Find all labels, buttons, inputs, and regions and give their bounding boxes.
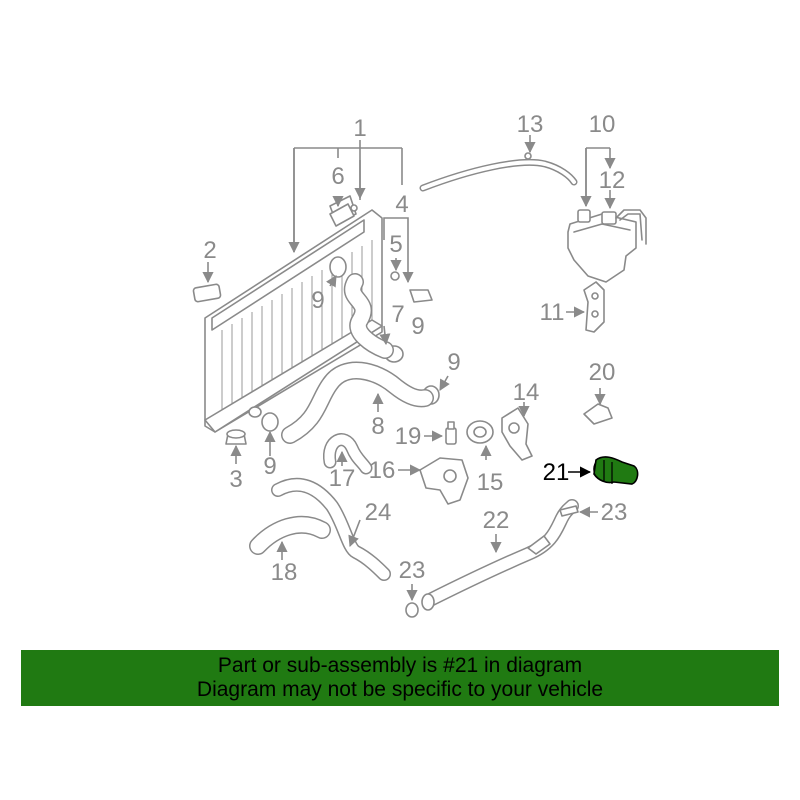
callout-9-c: 9 bbox=[447, 349, 460, 376]
overflow-hose-13-part bbox=[419, 152, 578, 192]
callout-23-a: 23 bbox=[601, 499, 628, 526]
callout-8: 8 bbox=[371, 413, 384, 440]
info-banner: Part or sub-assembly is #21 in diagram D… bbox=[21, 650, 779, 706]
callout-3: 3 bbox=[229, 466, 242, 493]
banner-line-disclaimer: Diagram may not be specific to your vehi… bbox=[196, 678, 604, 701]
callout-6: 6 bbox=[331, 163, 344, 190]
lower-radiator-hose-part bbox=[281, 361, 434, 444]
callout-16: 16 bbox=[369, 457, 396, 484]
heater-hose-18-part bbox=[249, 515, 331, 555]
water-inlet-16-part bbox=[419, 457, 469, 505]
o-ring-23-part bbox=[405, 505, 579, 618]
drain-plug-part bbox=[225, 429, 247, 445]
callout-14: 14 bbox=[513, 379, 540, 406]
callout-20: 20 bbox=[589, 359, 616, 386]
callout-10: 10 bbox=[589, 111, 616, 138]
sensor-20-part bbox=[583, 397, 613, 425]
callout-22: 22 bbox=[483, 507, 510, 534]
callout-9-d: 9 bbox=[263, 453, 276, 480]
radiator-cap-part bbox=[329, 203, 355, 227]
bypass-hose-17-part bbox=[323, 433, 373, 475]
heater-hose-24-part bbox=[271, 477, 391, 581]
callout-15: 15 bbox=[477, 469, 504, 496]
callout-24: 24 bbox=[365, 499, 392, 526]
callout-19: 19 bbox=[395, 423, 422, 450]
reservoir-bracket-part bbox=[583, 281, 605, 333]
callout-9-a: 9 bbox=[311, 287, 324, 314]
callout-12: 12 bbox=[599, 167, 626, 194]
callout-17: 17 bbox=[329, 465, 356, 492]
thermostat-housing-14-part bbox=[501, 407, 533, 461]
water-outlet-21-part-highlighted bbox=[593, 456, 639, 485]
callout-1: 1 bbox=[353, 115, 366, 142]
banner-line-part-number: Part or sub-assembly is #21 in diagram bbox=[217, 654, 583, 677]
callout-5: 5 bbox=[389, 231, 402, 258]
callout-18: 18 bbox=[271, 559, 298, 586]
thermostat-15-part bbox=[466, 420, 494, 444]
upper-radiator-hose-part bbox=[343, 273, 394, 359]
callout-23-b: 23 bbox=[399, 557, 426, 584]
coolant-reservoir-part bbox=[567, 209, 647, 283]
leader-lines bbox=[202, 135, 610, 602]
callout-13: 13 bbox=[517, 111, 544, 138]
callout-9-b: 9 bbox=[411, 313, 424, 340]
callout-2: 2 bbox=[203, 237, 216, 264]
temp-sensor-19-part bbox=[445, 421, 457, 445]
callout-11: 11 bbox=[540, 299, 565, 326]
callout-7: 7 bbox=[391, 301, 404, 328]
callout-labels: 1 2 3 4 5 6 7 8 9 9 9 9 10 11 12 13 14 1… bbox=[203, 111, 627, 586]
callout-21-highlighted: 21 bbox=[543, 459, 570, 486]
callout-4: 4 bbox=[395, 191, 408, 218]
